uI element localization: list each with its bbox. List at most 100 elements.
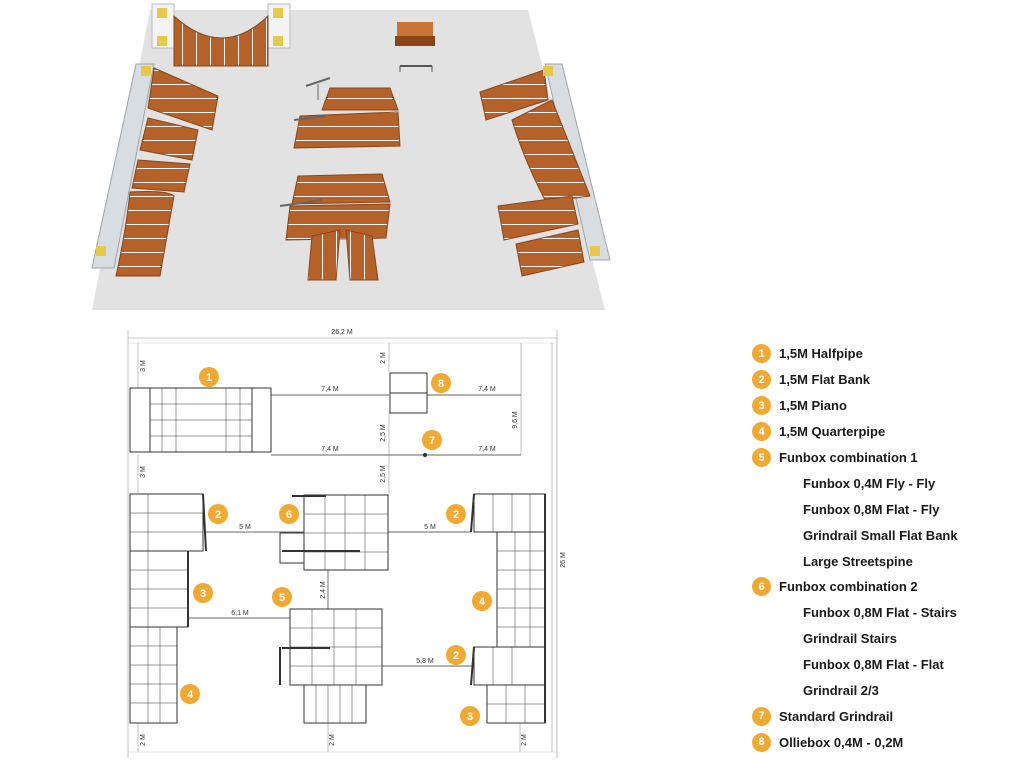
legend-subitem: Large Streetspine <box>752 548 1014 574</box>
legend-label: Large Streetspine <box>803 553 913 569</box>
legend-item: 8 Olliebox 0,4M - 0,2M <box>752 729 1014 755</box>
legend-number-badge: 5 <box>752 448 771 467</box>
legend-subitem: Funbox 0,8M Flat - Flat <box>752 652 1014 678</box>
plan-dimension-labels: 26,2 M 26 M 3 M 2 M 7,4 M 7,4 M 7,4 M 7,… <box>140 329 567 746</box>
legend-label: 1,5M Quarterpipe <box>779 424 886 440</box>
gap-a-left-label: 7,4 M <box>321 386 339 393</box>
legend-subitem: Funbox 0,8M Flat - Fly <box>752 496 1014 522</box>
badge-olliebox: 8 <box>431 373 451 393</box>
legend-item: 7 Standard Grindrail <box>752 703 1014 729</box>
gap-58-label: 5,8 M <box>416 658 434 665</box>
left-block-plan <box>129 493 207 724</box>
legend-label: Funbox 0,8M Flat - Stairs <box>803 605 957 621</box>
svg-text:6: 6 <box>286 509 292 521</box>
legend-label: Funbox 0,8M Flat - Fly <box>803 501 940 517</box>
badge-quarterpipe-right: 4 <box>472 591 492 611</box>
svg-text:2: 2 <box>453 650 459 662</box>
overall-height-label: 26 M <box>560 552 567 568</box>
legend-subitem: Grindrail Stairs <box>752 626 1014 652</box>
badge-quarterpipe-left: 4 <box>180 684 200 704</box>
vert-a-label: 2,5 M <box>380 424 387 442</box>
badge-flatbank-left: 2 <box>208 504 228 524</box>
svg-text:3: 3 <box>467 711 473 723</box>
vert-b-label: 2,5 M <box>380 465 387 483</box>
bottom-right-label: 2 M <box>521 734 528 746</box>
legend-item: 5 Funbox combination 1 <box>752 445 1014 471</box>
plan-badges: 1 8 7 2 6 2 3 5 4 2 4 3 <box>180 367 492 726</box>
olliebox-plan <box>389 372 428 414</box>
gap-a-right-label: 7,4 M <box>478 386 496 393</box>
legend-label: Funbox combination 2 <box>779 579 918 595</box>
legend-subitem: Funbox 0,4M Fly - Fly <box>752 470 1014 496</box>
left-margin-mid-label: 3 M <box>140 466 147 478</box>
badge-grindrail: 7 <box>422 430 442 450</box>
badge-piano-left: 3 <box>193 583 213 603</box>
legend-label: 1,5M Flat Bank <box>779 372 871 388</box>
gap-b-left-label: 7,4 M <box>321 446 339 453</box>
park-floor <box>92 10 605 310</box>
legend-number-badge: 1 <box>752 344 771 364</box>
svg-text:8: 8 <box>438 378 444 390</box>
legend-label: Funbox 0,4M Fly - Fly <box>803 475 936 491</box>
svg-text:1: 1 <box>206 372 212 384</box>
olliebox-3d <box>395 22 435 72</box>
top-margin-label: 3 M <box>140 360 147 372</box>
legend-number-badge: 3 <box>752 396 771 416</box>
badge-flatbank-lower-right: 2 <box>446 645 466 665</box>
legend-number-badge: 6 <box>752 577 771 597</box>
right-depth-label: 9,6 M <box>512 411 519 429</box>
legend-label: Grindrail Stairs <box>803 631 897 647</box>
right-block-plan <box>470 493 546 724</box>
legend-label: 1,5M Halfpipe <box>779 346 863 362</box>
olliebox-depth-label: 2 M <box>380 352 387 364</box>
gap-5m-right-label: 5 M <box>424 524 436 531</box>
svg-text:2: 2 <box>453 509 459 521</box>
bottom-mid-label: 2 M <box>329 734 336 746</box>
svg-text:3: 3 <box>200 588 206 600</box>
legend-subitem: Grindrail 2/3 <box>752 678 1014 704</box>
svg-text:2: 2 <box>215 509 221 521</box>
right-ramps-3d <box>479 63 611 277</box>
svg-text:5: 5 <box>279 592 285 604</box>
legend-label: Grindrail 2/3 <box>803 683 879 699</box>
legend-subitem: Funbox 0,8M Flat - Stairs <box>752 600 1014 626</box>
gap-5m-left-label: 5 M <box>239 524 251 531</box>
funbox2-3d <box>293 77 401 149</box>
legend-label: Olliebox 0,4M - 0,2M <box>779 734 904 750</box>
badge-halfpipe: 1 <box>199 367 219 387</box>
legend-item: 1 1,5M Halfpipe <box>752 341 1014 367</box>
svg-text:7: 7 <box>429 435 435 447</box>
halfpipe-3d <box>151 3 291 67</box>
legend-item: 3 1,5M Piano <box>752 393 1014 419</box>
legend-item: 4 1,5M Quarterpipe <box>752 419 1014 445</box>
badge-piano-right: 3 <box>460 706 480 726</box>
badge-funbox2: 6 <box>279 504 299 524</box>
svg-text:4: 4 <box>479 596 486 608</box>
funbox1-3d <box>279 173 391 281</box>
left-ramps-3d <box>91 63 219 277</box>
legend-item: 6 Funbox combination 2 <box>752 574 1014 600</box>
legend-subitem: Grindrail Small Flat Bank <box>752 522 1014 548</box>
legend-number-badge: 2 <box>752 370 771 390</box>
legend-number-badge: 4 <box>752 422 771 442</box>
legend-label: Standard Grindrail <box>779 708 894 724</box>
legend-item: 2 1,5M Flat Bank <box>752 367 1014 393</box>
legend-label: 1,5M Piano <box>779 398 847 414</box>
gap-24-label: 2,4 M <box>320 581 327 599</box>
legend-label: Funbox combination 1 <box>779 450 918 465</box>
funbox2-plan <box>279 494 389 571</box>
gap-b-right-label: 7,4 M <box>478 446 496 453</box>
funbox1-plan <box>279 608 383 724</box>
overall-width-label: 26,2 M <box>331 329 353 336</box>
legend-number-badge: 8 <box>752 732 771 752</box>
halfpipe-plan <box>129 387 272 453</box>
park-3d-render <box>91 3 611 310</box>
badge-funbox1: 5 <box>272 587 292 607</box>
badge-flatbank-right: 2 <box>446 504 466 524</box>
legend: 1 1,5M Halfpipe 2 1,5M Flat Bank 3 1,5M Piano… <box>752 341 1014 755</box>
bottom-left-label: 2 M <box>140 734 147 746</box>
legend-label: Funbox 0,8M Flat - Flat <box>803 657 944 673</box>
svg-text:4: 4 <box>187 689 194 701</box>
legend-number-badge: 7 <box>752 706 771 726</box>
